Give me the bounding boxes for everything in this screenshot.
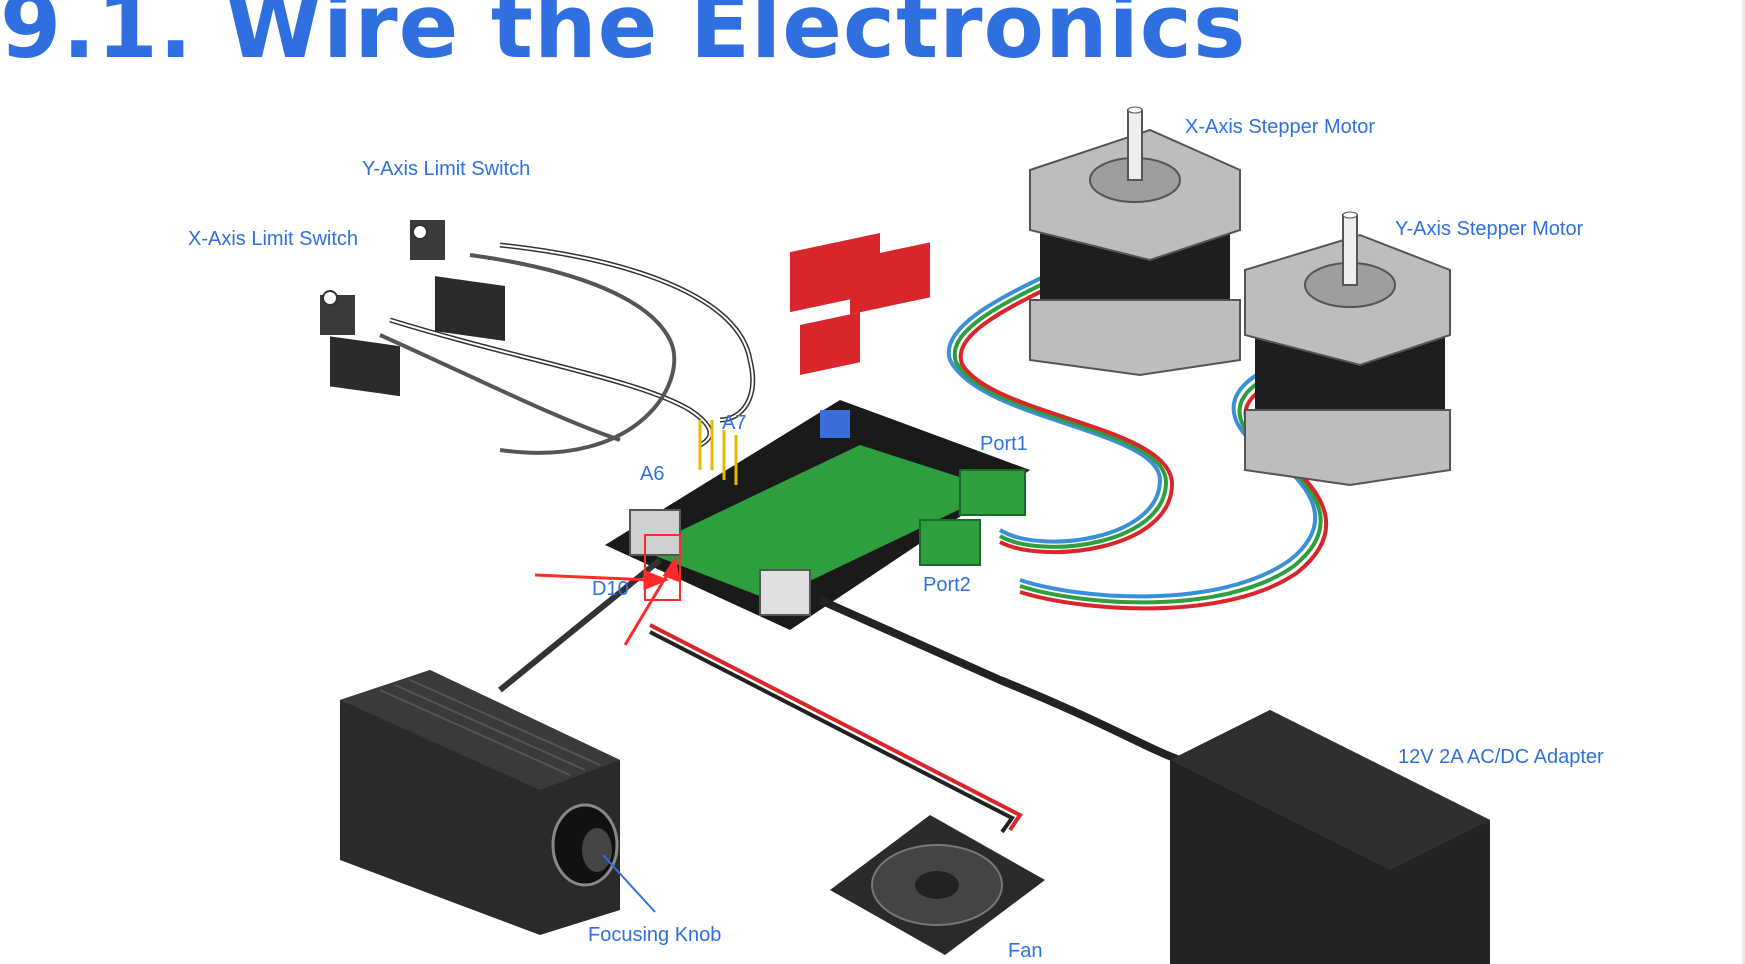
- label-adapter: 12V 2A AC/DC Adapter: [1398, 746, 1604, 768]
- label-a7: A7: [722, 412, 747, 434]
- y-axis-stepper-motor: [1244, 211, 1451, 487]
- label-d10: D10: [592, 578, 629, 600]
- power-adapter: [1170, 710, 1490, 964]
- fan: [830, 815, 1045, 955]
- x-axis-limit-switch: [320, 290, 400, 397]
- label-focusing-knob: Focusing Knob: [588, 924, 722, 946]
- label-fan: Fan: [1008, 940, 1043, 962]
- annotation-arrows: [534, 534, 681, 646]
- label-x-axis-limit-switch: X-Axis Limit Switch: [188, 228, 359, 250]
- label-y-axis-stepper-motor: Y-Axis Stepper Motor: [1395, 218, 1584, 240]
- laser-cable: [498, 557, 1182, 834]
- label-port1: Port1: [980, 433, 1028, 455]
- focusing-knob-pointer: [602, 854, 656, 913]
- laser-module: [340, 670, 620, 935]
- y-axis-limit-switch: [410, 220, 505, 341]
- slide-title: 9.1. Wire the Electronics: [0, 0, 1247, 78]
- right-edge-strip: [1742, 0, 1745, 964]
- label-x-axis-stepper-motor: X-Axis Stepper Motor: [1185, 116, 1376, 138]
- x-axis-stepper-motor: [1029, 106, 1241, 377]
- label-a6: A6: [640, 463, 665, 485]
- controller-board: [605, 232, 1030, 630]
- limit-switch-cables: [379, 242, 756, 455]
- label-y-axis-limit-switch: Y-Axis Limit Switch: [362, 158, 531, 180]
- label-port2: Port2: [923, 574, 971, 596]
